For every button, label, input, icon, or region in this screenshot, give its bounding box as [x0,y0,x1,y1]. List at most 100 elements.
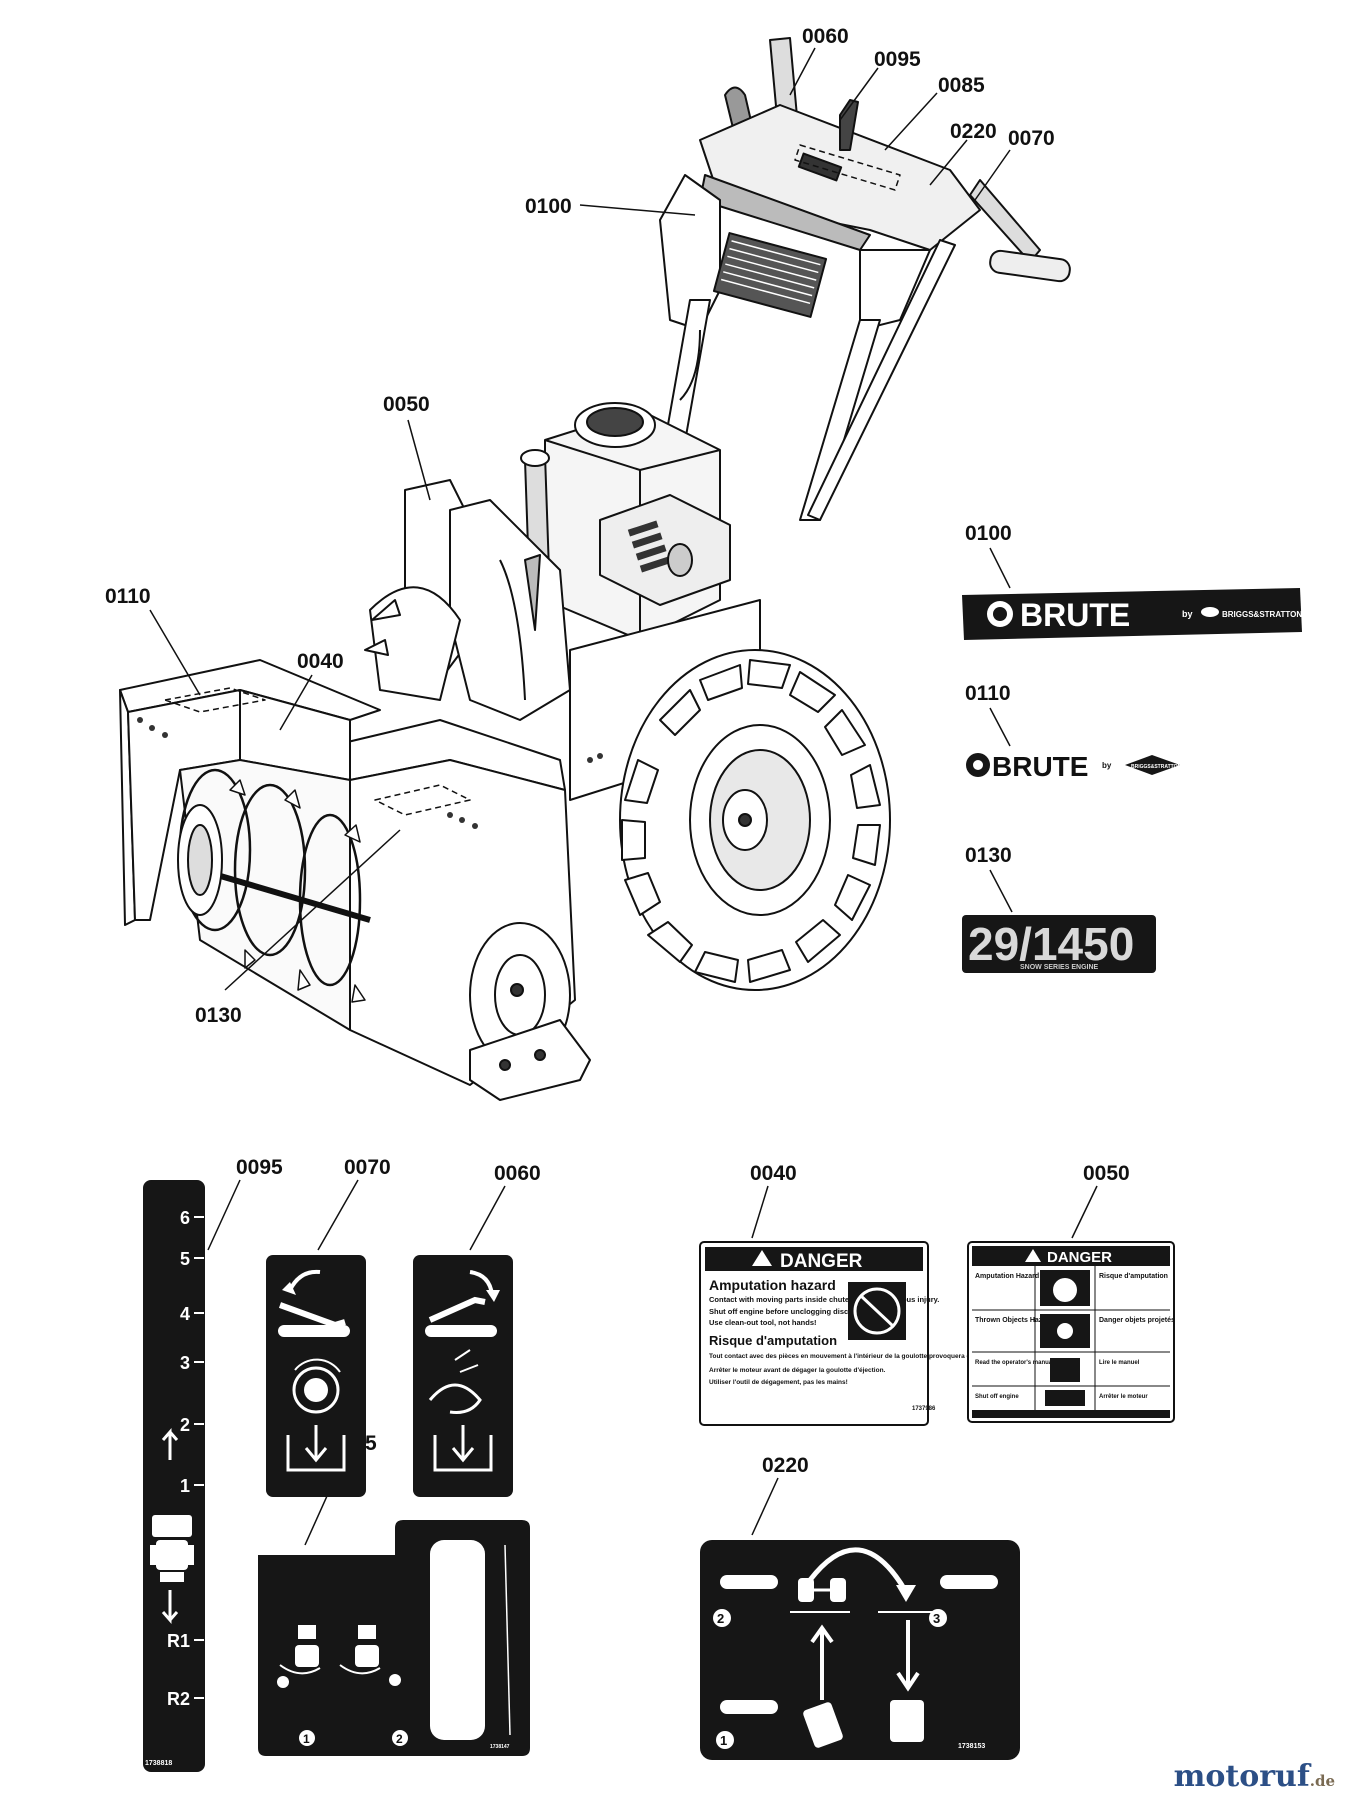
snowblower-illustration [119,37,1071,1101]
svg-text:BRIGGS&STRATTON: BRIGGS&STRATTON [1131,764,1181,770]
lever-icon [428,1296,486,1323]
warning-triangle-icon [752,1250,772,1266]
callout-0095-top: 0095 [874,48,921,71]
svg-text:Amputation hazard: Amputation hazard [709,1277,836,1293]
svg-text:R2: R2 [167,1689,190,1709]
callout-0220-bottom: 0220 [762,1454,809,1477]
auger-housing-illustration [119,144,901,1101]
warning-triangle-icon [1025,1249,1041,1262]
chute-rotate-icons [277,1625,401,1688]
trigger-icons [720,1575,998,1714]
callout-0100-top: 0100 [525,195,572,218]
arrow-up-icon [810,1624,834,1700]
svg-text:Utiliser l'outil de dégagement: Utiliser l'outil de dégagement, pas les … [709,1379,848,1386]
svg-text:2: 2 [396,1732,403,1746]
arrow-up-icon [161,1428,179,1460]
svg-text:R1: R1 [167,1631,190,1651]
callouts-main: 0060 0095 0085 0220 0070 0100 0050 0110 … [105,25,1055,1027]
svg-text:Arrêter le moteur: Arrêter le moteur [1099,1394,1148,1400]
callout-0060-top: 0060 [802,25,849,48]
callout-0070-top: 0070 [1008,127,1055,150]
decal-0060-drive-control [413,1255,513,1497]
callout-0040-bottom: 0040 [750,1162,797,1185]
callout-0050-bottom: 0050 [1083,1162,1130,1185]
wheel-drive-icon [292,1366,340,1414]
callout-0040-top: 0040 [297,650,344,673]
callout-0110-top: 0110 [105,585,151,608]
side-decals: 0100 BRUTE by BRIGGS&STRATTON 0110 BRUTE… [962,522,1302,973]
svg-text:Thrown Objects Hazard: Thrown Objects Hazard [975,1317,1053,1324]
decal-0100-brute-banner: BRUTE by BRIGGS&STRATTON [962,588,1302,640]
svg-text:1: 1 [180,1476,190,1496]
svg-text:1: 1 [303,1732,310,1746]
svg-text:Contact with moving parts insi: Contact with moving parts inside chute w… [709,1295,939,1304]
engage-down-icon [286,1435,346,1472]
auger-icon [428,1383,482,1414]
engine-badge-text: 29/1450 [968,918,1134,970]
decal-0220-steering: 2 3 1 1738153 [700,1540,1020,1760]
right-wheel-illustration [619,649,891,991]
callout-0220-top: 0220 [950,120,997,143]
svg-text:2: 2 [717,1611,724,1626]
svg-text:1738818: 1738818 [145,1760,172,1767]
svg-text:Lire le manuel: Lire le manuel [1099,1360,1140,1366]
decal-0070-auger-control [266,1255,366,1497]
callout-0085-top: 0085 [938,74,985,97]
svg-text:DANGER: DANGER [780,1251,863,1272]
svg-text:BRIGGS&STRATTON: BRIGGS&STRATTON [1222,610,1302,619]
brute-wordmark-0110: BRUTE [992,751,1088,782]
svg-text:Shut off engine before unclogg: Shut off engine before unclogging discha… [709,1307,893,1316]
svg-text:Danger objets projetés: Danger objets projetés [1099,1317,1175,1324]
svg-text:1738147: 1738147 [490,1744,510,1750]
callout-0060-bottom: 0060 [494,1162,541,1185]
svg-text:Use clean-out tool, not hands!: Use clean-out tool, not hands! [709,1318,817,1327]
watermark-brand: motoruf [1173,1759,1310,1794]
snowblower-topview-icon [150,1515,194,1582]
svg-text:by: by [1102,761,1112,770]
snowblower-topview-icons [803,1700,924,1748]
svg-text:Risque d'amputation: Risque d'amputation [709,1333,837,1348]
arrow-down-icon [161,1590,179,1624]
engage-down-icon [433,1435,493,1472]
decal-0085-chute-control: 1 2 1738147 [258,1520,530,1756]
watermark-motoruf: motoruf.de [1174,1759,1335,1794]
svg-text:5: 5 [180,1249,190,1269]
svg-text:6: 6 [180,1208,190,1228]
svg-text:3: 3 [933,1611,940,1626]
decal-0040-danger-amputation: DANGER Amputation hazard Contact with mo… [699,1241,1031,1426]
svg-text:Shut off engine: Shut off engine [975,1394,1019,1400]
svg-text:1737986: 1737986 [912,1406,936,1412]
callout-0070-bottom: 0070 [344,1156,391,1179]
svg-text:4: 4 [180,1304,190,1324]
decal-0095-gear-strip: 6 5 4 3 2 1 R1 R2 1738818 [143,1180,205,1772]
watermark-tld: .de [1309,1772,1335,1790]
bottom-callouts: 0095 0070 0060 0040 0050 0085 0220 [207,1156,1130,1546]
decal-0110-brute-logo: BRUTE by BRIGGS&STRATTON [966,751,1181,782]
callout-0100-side: 0100 [965,522,1012,545]
svg-text:Amputation Hazard: Amputation Hazard [975,1273,1039,1280]
leader-lines-main [149,47,1011,991]
brute-wordmark-0100: BRUTE [1020,597,1130,633]
curved-arrow-icon [808,1547,908,1592]
svg-text:by: by [1182,609,1193,619]
callout-0095-bottom: 0095 [236,1156,283,1179]
callout-0050-top: 0050 [383,393,430,416]
callout-0130-top: 0130 [195,1004,242,1027]
decal-0050-danger-multi: DANGER Amputation Hazard Risque d'amputa… [967,1241,1175,1423]
hand-in-chute-icon [848,1282,906,1340]
svg-text:Tout contact avec des pièces e: Tout contact avec des pièces en mouvemen… [709,1353,1031,1360]
svg-text:DANGER: DANGER [1047,1249,1112,1266]
arrow-down-icon [896,1620,920,1692]
svg-text:1738153: 1738153 [958,1743,985,1750]
svg-text:2: 2 [180,1415,190,1435]
callout-0110-side: 0110 [965,682,1011,705]
svg-text:1: 1 [720,1733,727,1748]
callout-0130-side: 0130 [965,844,1012,867]
svg-text:3: 3 [180,1353,190,1373]
shift-gate-opening [430,1540,485,1740]
svg-text:Risque d'amputation: Risque d'amputation [1099,1273,1168,1280]
svg-text:Read the operator's manual: Read the operator's manual [975,1360,1054,1366]
svg-text:Arrêter le moteur avant de dég: Arrêter le moteur avant de dégager la go… [709,1367,886,1374]
decal-0130-engine-badge: 29/1450 SNOW SERIES ENGINE [962,915,1156,973]
